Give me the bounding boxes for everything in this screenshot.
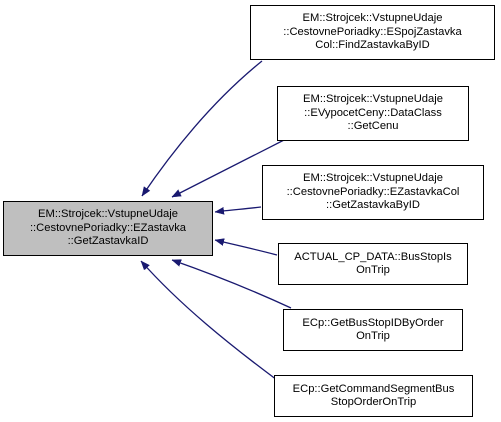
caller-node-get-command-segment-bus-stop-order-on-trip[interactable]: ECp::GetCommandSegmentBus StopOrderOnTri… bbox=[274, 375, 473, 417]
edge-get-command-segment-bus bbox=[140, 261, 278, 381]
caller-node-line: ::CestovnePoriadky::ESpojZastavka bbox=[283, 25, 462, 38]
caller-node-get-bus-stop-id-by-order-on-trip[interactable]: ECp::GetBusStopIDByOrder OnTrip bbox=[283, 309, 463, 351]
caller-node-line: EM::Strojcek::VstupneUdaje bbox=[303, 93, 443, 106]
focus-node-line-1: EM::Strojcek::VstupneUdaje bbox=[38, 208, 178, 221]
caller-node-line: ::GetZastavkaByID bbox=[326, 199, 420, 212]
edge-get-cenu bbox=[172, 139, 285, 198]
caller-node-get-cenu[interactable]: EM::Strojcek::VstupneUdaje ::EVypocetCen… bbox=[277, 86, 469, 141]
caller-node-line: ::GetCenu bbox=[347, 120, 399, 133]
caller-node-line: ACTUAL_CP_DATA::BusStopIs bbox=[294, 250, 452, 263]
caller-node-line: OnTrip bbox=[356, 330, 390, 342]
caller-node-get-zastavka-by-id[interactable]: EM::Strojcek::VstupneUdaje ::CestovnePor… bbox=[262, 165, 484, 220]
caller-node-line: EM::Strojcek::VstupneUdaje bbox=[303, 172, 443, 185]
caller-node-find-zastavka-by-id[interactable]: EM::Strojcek::VstupneUdaje ::CestovnePor… bbox=[250, 5, 495, 60]
focus-node-line-3: ::GetZastavkaID bbox=[67, 235, 149, 248]
edge-find-zastavka-by-id bbox=[141, 60, 263, 196]
caller-node-line: OnTrip bbox=[356, 264, 390, 276]
caller-node-line: StopOrderOnTrip bbox=[330, 396, 417, 408]
caller-node-line: ECp::GetBusStopIDByOrder bbox=[302, 316, 444, 329]
edge-get-bus-stop-id-by-order bbox=[172, 260, 292, 309]
caller-node-line: EM::Strojcek::VstupneUdaje bbox=[302, 12, 443, 25]
focus-node-line-2: ::CestovnePoriadky::EZastavka bbox=[29, 221, 187, 234]
edge-get-zastavka-by-id bbox=[215, 206, 262, 212]
edge-bus-stop-is-on-trip bbox=[215, 240, 278, 256]
caller-node-bus-stop-is-on-trip[interactable]: ACTUAL_CP_DATA::BusStopIs OnTrip bbox=[278, 243, 468, 285]
caller-node-line: ECp::GetCommandSegmentBus bbox=[292, 382, 455, 395]
caller-node-line: Col::FindZastavkaByID bbox=[315, 39, 430, 52]
caller-node-line: ::CestovnePoriadky::EZastavkaCol bbox=[286, 185, 460, 198]
caller-node-line: ::EVypocetCeny::DataClass bbox=[304, 106, 442, 119]
focus-node-get-zastavka-id: EM::Strojcek::VstupneUdaje ::CestovnePor… bbox=[3, 201, 213, 256]
